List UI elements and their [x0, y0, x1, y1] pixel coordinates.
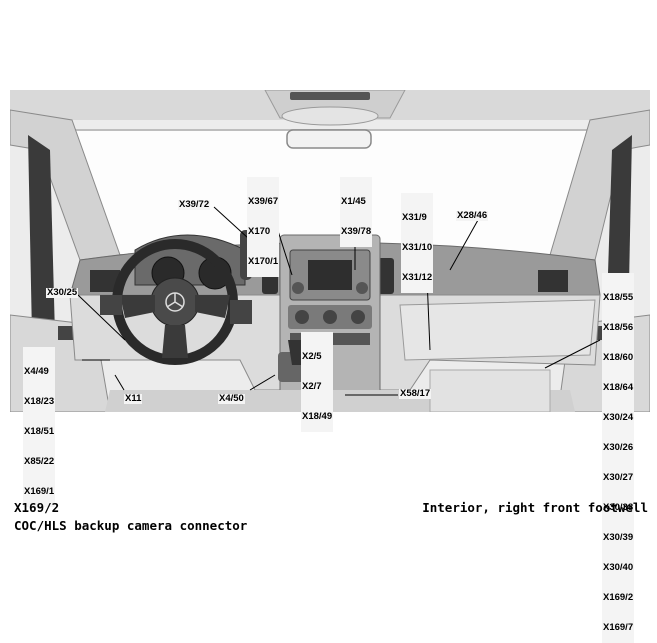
label-group-left: X4/49 X18/23 X18/51 X85/22 X169/1 [23, 347, 56, 507]
rearview-mirror [286, 129, 372, 149]
leader-right-group [544, 339, 601, 369]
label-x39-72: X39/72 [178, 199, 211, 210]
overhead-display [290, 92, 370, 100]
label-x30-24: X30/24 [603, 412, 634, 423]
label-x169-2: X169/2 [603, 592, 634, 603]
right-vent [538, 270, 568, 292]
label-x39-67: X39/67 [248, 196, 279, 207]
label-x4-50: X4/50 [218, 393, 245, 404]
label-x31-10: X31/10 [402, 242, 433, 253]
label-group-x2: X2/5 X2/7 X18/49 [301, 332, 334, 432]
label-x18-60: X18/60 [603, 352, 634, 363]
leader-x11 [114, 374, 125, 391]
label-x30-38: X30/38 [603, 502, 634, 513]
label-x18-55: X18/55 [603, 292, 634, 303]
caption-connector-id: X169/2 [14, 500, 60, 515]
label-x58-17: X58/17 [399, 388, 432, 399]
label-x170-1: X170/1 [248, 256, 279, 267]
star-logo-arms [166, 293, 184, 308]
radio-display [308, 260, 352, 290]
steering-spoke-right [195, 295, 230, 318]
glovebox [399, 299, 596, 361]
label-x30-25: X30/25 [46, 287, 79, 298]
climate-knob-1 [295, 310, 309, 324]
label-x2-5: X2/5 [302, 351, 322, 362]
label-x18-23: X18/23 [24, 396, 55, 407]
interior-light [281, 106, 379, 126]
radio-knob-left [292, 282, 304, 294]
label-x18-51: X18/51 [24, 426, 55, 437]
steering-spoke-bottom [162, 325, 188, 358]
climate-knob-2 [323, 310, 337, 324]
leader-x39-72 [213, 206, 249, 239]
radio-knob-right [356, 282, 368, 294]
label-x28-46: X28/46 [456, 210, 489, 221]
left-switch-block [100, 295, 122, 315]
caption-description: COC/HLS backup camera connector [14, 518, 248, 533]
leader-x28-46 [449, 219, 479, 271]
label-x18-56: X18/56 [603, 322, 634, 333]
leader-x4-50 [249, 374, 276, 391]
label-x18-49: X18/49 [302, 411, 333, 422]
left-vent [90, 270, 120, 292]
label-x31-9: X31/9 [402, 212, 427, 223]
left-door-frame [28, 135, 55, 335]
label-x169-1: X169/1 [24, 486, 55, 497]
label-x85-22: X85/22 [24, 456, 55, 467]
caption-location: Interior, right front footwell [422, 500, 648, 515]
label-x11: X11 [124, 393, 143, 404]
center-vent-right [378, 258, 394, 294]
label-x31-12: X31/12 [402, 272, 433, 283]
label-x2-7: X2/7 [302, 381, 322, 392]
label-x169-7: X169/7 [603, 622, 634, 633]
climate-knob-3 [351, 310, 365, 324]
label-x4-49: X4/49 [24, 366, 49, 377]
label-x1-45: X1/45 [341, 196, 366, 207]
label-x18-64: X18/64 [603, 382, 634, 393]
label-x30-26: X30/26 [603, 442, 634, 453]
label-x39-78: X39/78 [341, 226, 372, 237]
label-x170: X170 [248, 226, 271, 237]
dashboard-illustration [10, 90, 650, 412]
leader-x30-25 [77, 294, 126, 341]
floor-mat [429, 369, 551, 412]
label-group-x1-45: X1/45 X39/78 [340, 177, 373, 247]
label-x30-27: X30/27 [603, 472, 634, 483]
label-group-x31: X31/9 X31/10 X31/12 [401, 193, 434, 293]
label-group-x39-67: X39/67 X170 X170/1 [247, 177, 280, 277]
label-group-right: X18/55 X18/56 X18/60 X18/64 X30/24 X30/2… [602, 273, 635, 643]
steering-spoke-left [120, 295, 155, 318]
right-switch-block [230, 300, 252, 324]
label-x30-39: X30/39 [603, 532, 634, 543]
label-x30-40: X30/40 [603, 562, 634, 573]
leader-lines [77, 195, 601, 410]
